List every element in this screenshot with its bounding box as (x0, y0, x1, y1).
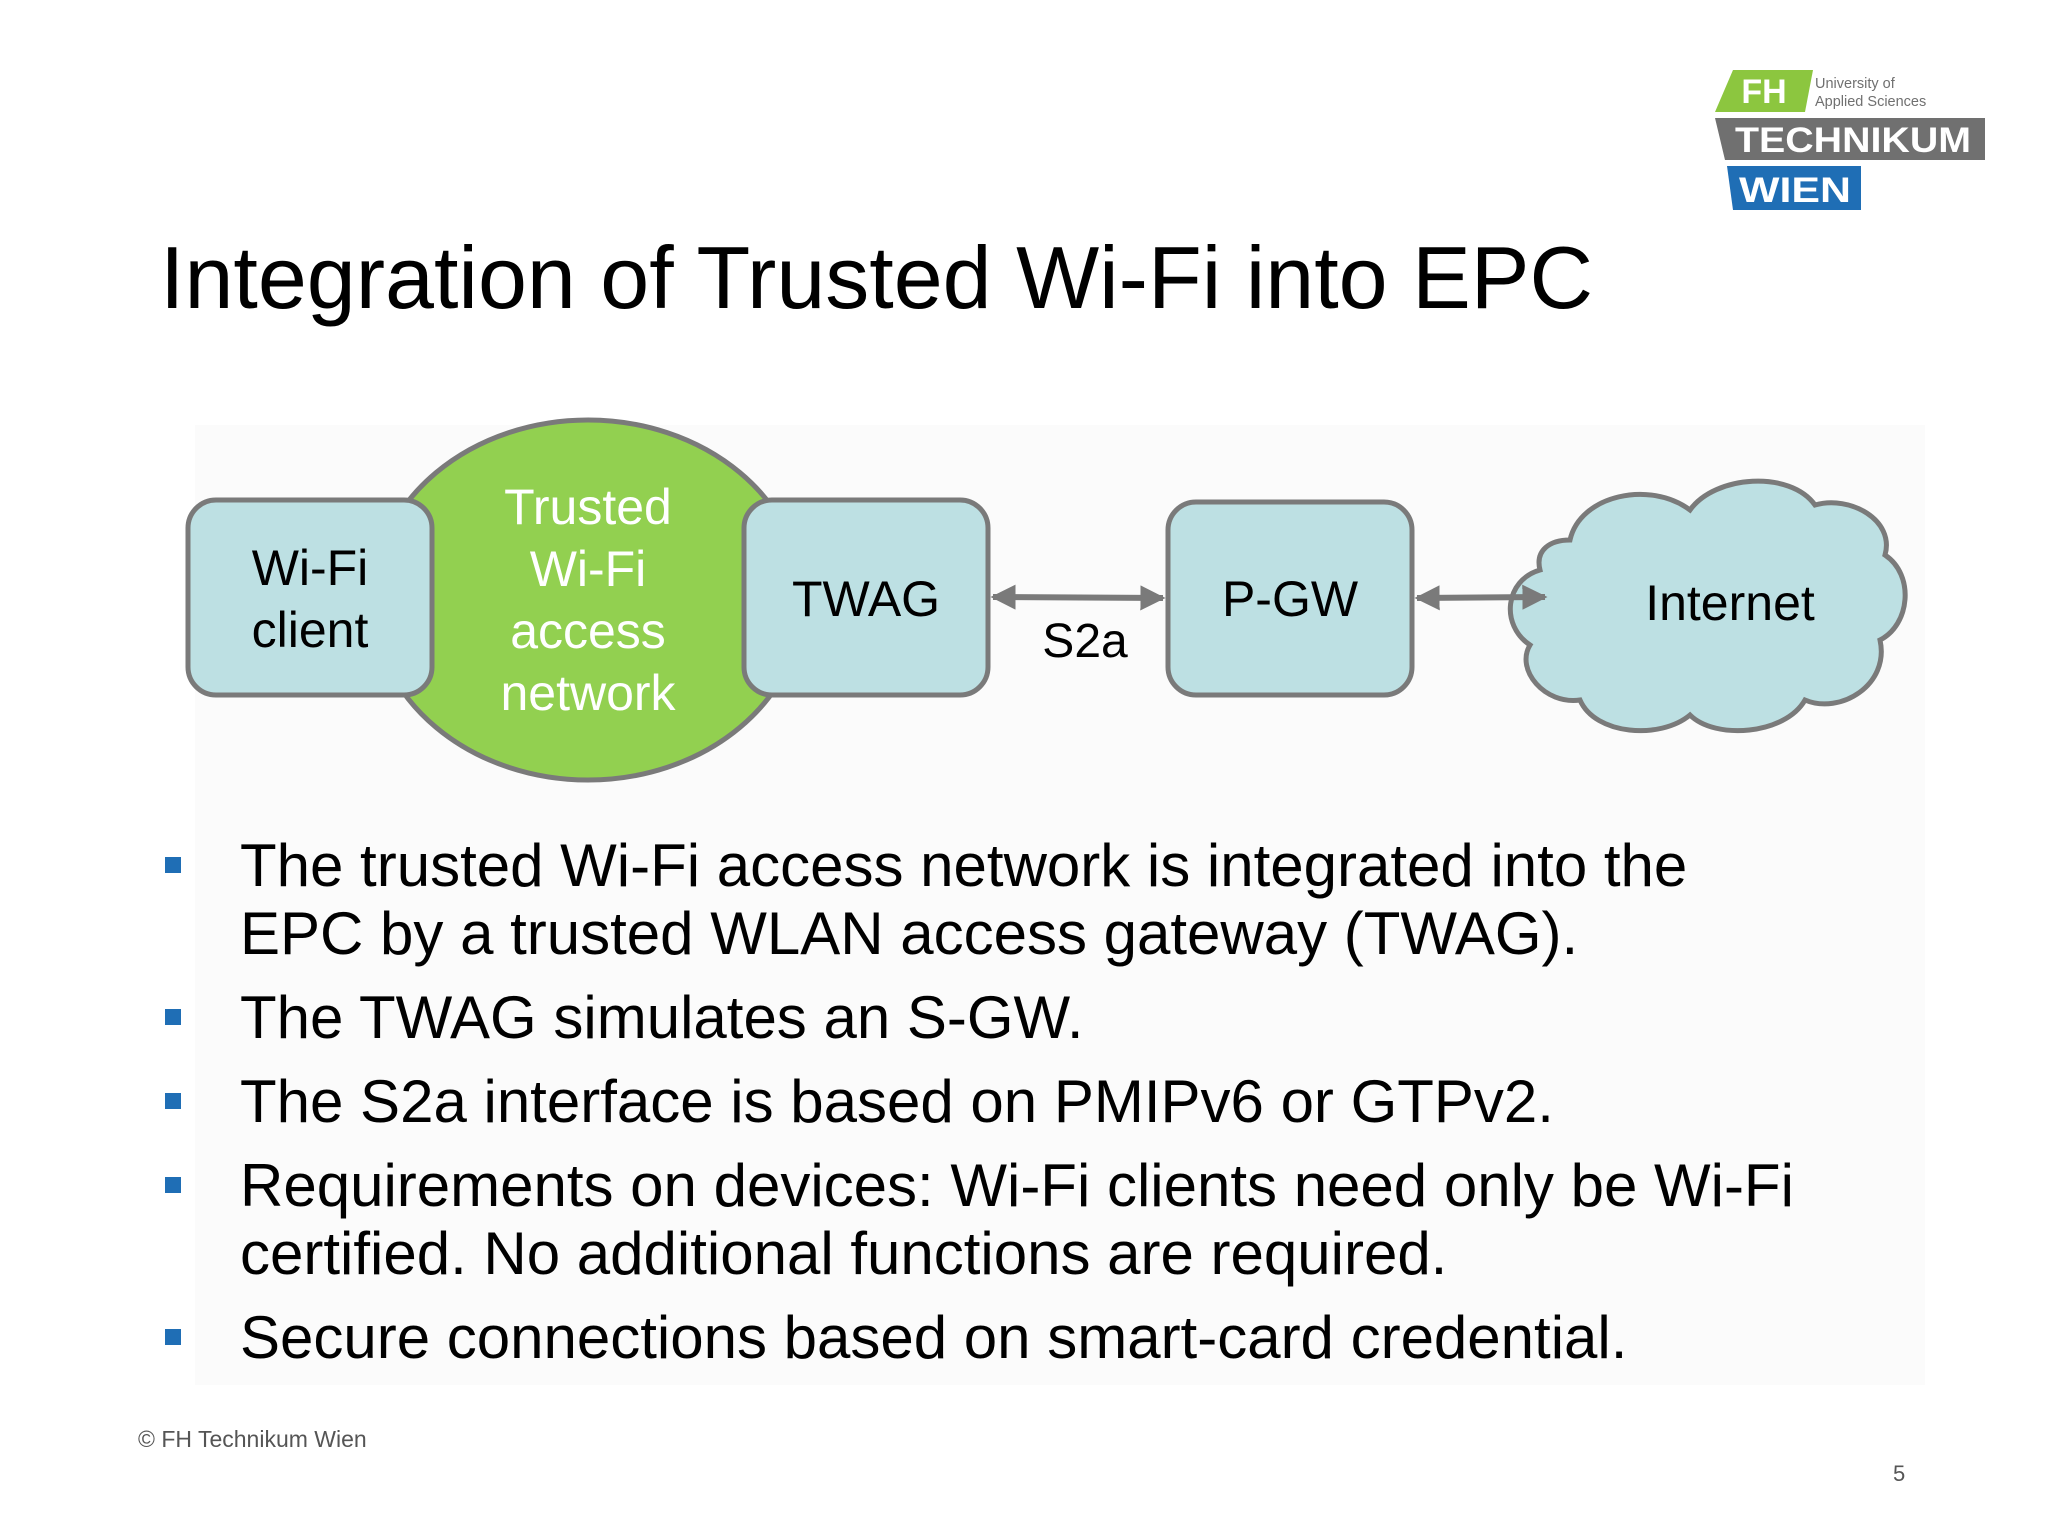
logo-technikum-block (1715, 118, 1985, 160)
logo-fh-text: FH (1741, 73, 1786, 111)
logo-tagline-line1: University of (1815, 76, 1896, 92)
bullet-item: The TWAG simulates an S-GW. (160, 984, 1920, 1052)
fh-technikum-logo: FH University of Applied Sciences TECHNI… (1715, 70, 1985, 215)
logo-technikum-text: TECHNIKUM (1735, 121, 1971, 160)
page-number: 5 (1893, 1461, 1906, 1486)
bullet-square-icon (165, 1093, 181, 1109)
bullet-item: The S2a interface is based on PMIPv6 or … (160, 1068, 1920, 1136)
logo-tagline-line2: Applied Sciences (1815, 94, 1926, 110)
bullet-text-line1: The trusted Wi-Fi access network is inte… (240, 832, 1688, 899)
bullet-list: The trusted Wi-Fi access network is inte… (160, 832, 1920, 1388)
bullet-text-line2: EPC by a trusted WLAN access gateway (TW… (240, 900, 1579, 967)
footer-copyright: © FH Technikum Wien (138, 1426, 367, 1452)
bullet-text-line1: The S2a interface is based on PMIPv6 or … (240, 1068, 1554, 1135)
bullet-text-line1: Secure connections based on smart-card c… (240, 1304, 1628, 1371)
bullet-item: The trusted Wi-Fi access network is inte… (160, 832, 1920, 968)
bullet-item: Requirements on devices: Wi-Fi clients n… (160, 1152, 1920, 1288)
logo-fh-block (1715, 70, 1813, 112)
bullet-text-line2: certified. No additional functions are r… (240, 1220, 1448, 1287)
bullet-item: Secure connections based on smart-card c… (160, 1304, 1920, 1372)
logo-wien-block (1727, 166, 1861, 210)
bullet-square-icon (165, 1009, 181, 1025)
bullet-square-icon (165, 857, 181, 873)
bullet-square-icon (165, 1177, 181, 1193)
logo-graphic: FH University of Applied Sciences TECHNI… (1715, 70, 1985, 210)
bullet-text-line1: The TWAG simulates an S-GW. (240, 984, 1084, 1051)
bullet-square-icon (165, 1329, 181, 1345)
bullet-text-line1: Requirements on devices: Wi-Fi clients n… (240, 1152, 1794, 1219)
logo-wien-text: WIEN (1739, 171, 1851, 210)
slide-title: Integration of Trusted Wi-Fi into EPC (160, 228, 1594, 327)
